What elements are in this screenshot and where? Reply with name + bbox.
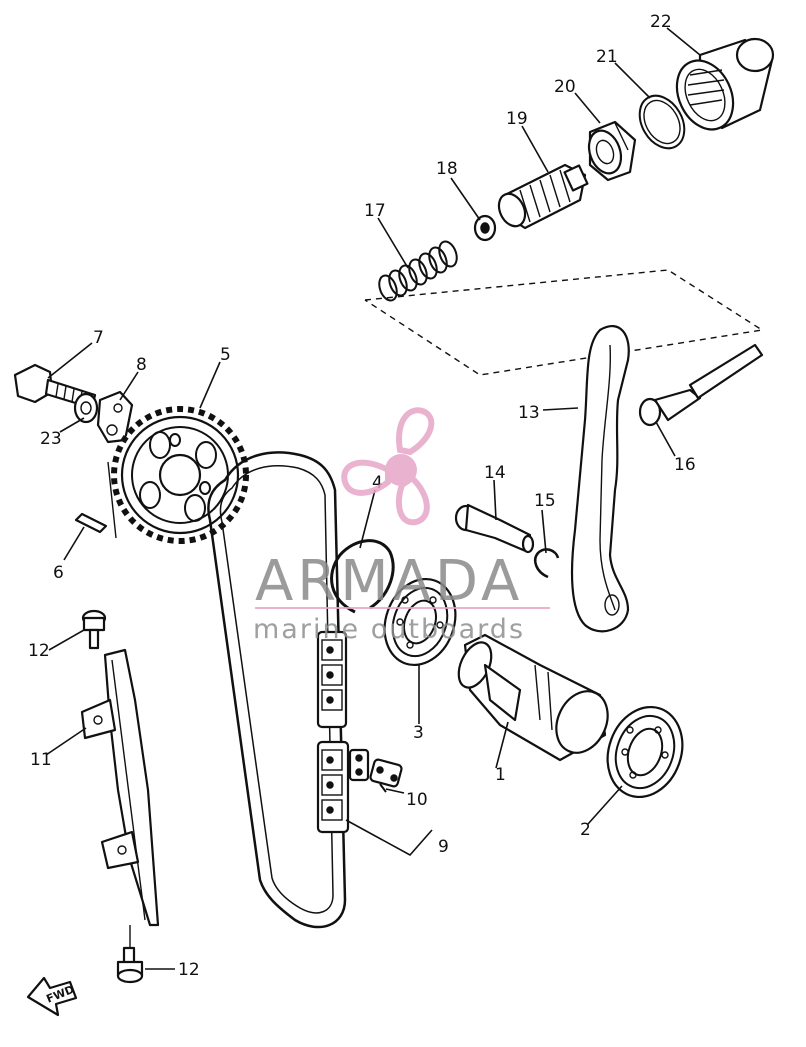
label-2: 2 [580,820,591,840]
label-20: 20 [554,77,576,97]
watermark-brand: ARMADA [255,549,523,614]
label-23: 23 [40,429,62,449]
label-6: 6 [53,563,64,583]
label-9: 9 [438,837,449,857]
part-1-camshaft [457,633,609,762]
part-10-master-link [369,758,403,793]
part-22-tensioner-body [675,37,775,131]
part-8-lock-plate [96,390,134,444]
part-5-cam-sprocket [111,406,249,544]
label-4: 4 [372,473,383,493]
label-13: 13 [518,403,540,423]
label-16: 16 [674,455,696,475]
part-15-circlip [534,548,560,579]
part-2-bearing [606,705,684,799]
label-11: 11 [30,750,52,770]
part-6-dowel-pin [74,461,117,539]
label-21: 21 [596,47,618,67]
part-12-bolt-upper [81,609,107,650]
label-1: 1 [495,765,506,785]
label-7: 7 [93,328,104,348]
group-outline-tensioner [364,269,764,376]
part-19-tensioner-rod [497,163,589,230]
part-9-chain-links [316,630,370,834]
part-20-nut [587,120,637,182]
label-12: 12 [28,641,50,661]
label-5: 5 [220,345,231,365]
label-17: 17 [364,201,386,221]
label-12-lower: 12 [178,960,200,980]
part-23-washer [73,392,99,424]
leader-lines [45,27,701,970]
part-11-chain-guide-left [80,648,160,927]
part-18-washer [473,214,497,242]
part-3-bearing [383,577,457,667]
part-14-pin [454,503,535,554]
label-22: 22 [650,12,672,32]
part-17-spring [378,240,458,302]
part-4-circlip [330,539,395,614]
label-10: 10 [406,790,428,810]
label-19: 19 [506,109,528,129]
part-12-bolt-lower [116,925,144,984]
fwd-arrow: FWD [26,976,78,1017]
cam-chain-loop [207,451,347,929]
label-15: 15 [534,491,556,511]
label-14: 14 [484,463,506,483]
part-21-o-ring [638,94,686,150]
label-3: 3 [413,723,424,743]
label-18: 18 [436,159,458,179]
part-labels: 1 2 3 4 5 6 7 8 9 10 11 12 13 14 15 16 1… [28,12,696,980]
watermark-propeller-logo [341,407,435,526]
label-8: 8 [136,355,147,375]
part-16-guide-pin [638,343,764,427]
watermark: ARMADA marine outboards [253,407,550,645]
watermark-tagline: marine outboards [253,614,525,645]
part-13-chain-guide-right [570,324,630,633]
